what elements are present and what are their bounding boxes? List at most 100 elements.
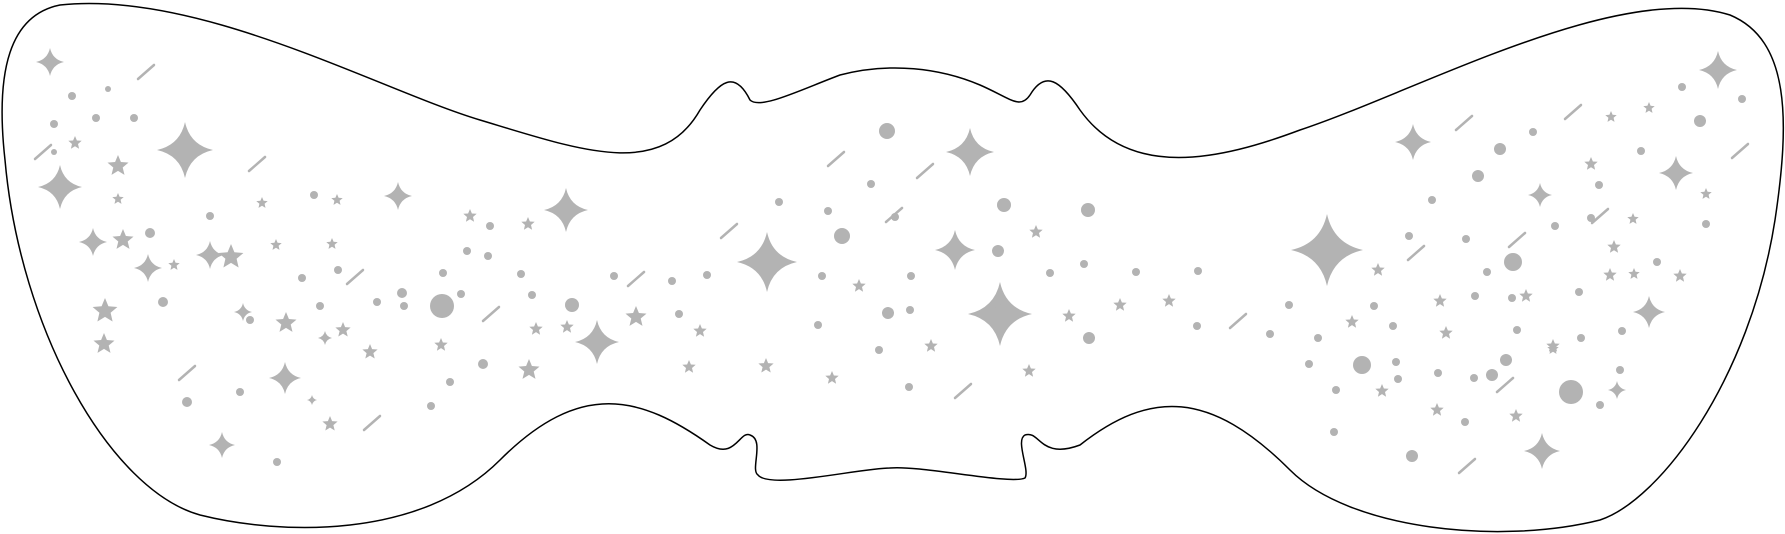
sparkle-icon [134, 254, 162, 282]
star-icon [93, 333, 115, 353]
sparkle-icon [575, 320, 619, 364]
dot-icon [668, 277, 676, 285]
dash-icon [1406, 244, 1426, 262]
dot-icon [1389, 322, 1397, 330]
dot-icon [879, 123, 895, 139]
dot-icon [68, 92, 76, 100]
dash-icon [1730, 142, 1750, 160]
dash-icon [481, 305, 501, 323]
star-decorations [33, 48, 1750, 475]
dot-icon [457, 290, 465, 298]
dot-icon [1618, 327, 1626, 335]
star-icon [1371, 263, 1385, 276]
dot-icon [1461, 418, 1469, 426]
dot-icon [818, 272, 826, 280]
dot-icon [997, 198, 1011, 212]
star-icon [1603, 268, 1617, 281]
dot-icon [400, 302, 408, 310]
dash-icon [33, 143, 53, 161]
dot-icon [1330, 428, 1338, 436]
star-icon [1029, 225, 1043, 238]
dot-icon [50, 120, 58, 128]
dot-icon [158, 297, 168, 307]
dot-icon [675, 310, 683, 318]
sparkle-icon [318, 331, 332, 345]
sparkle-icon [269, 362, 301, 394]
star-icon [1519, 289, 1533, 302]
sparkle-icon [1699, 51, 1737, 89]
sparkle-icon [1524, 433, 1560, 469]
star-icon [825, 371, 839, 384]
dot-icon [867, 180, 875, 188]
dot-icon [1314, 334, 1322, 342]
dot-icon [1637, 147, 1645, 155]
star-icon [625, 306, 647, 326]
dot-icon [565, 298, 579, 312]
star-icon [326, 238, 338, 249]
sparkle-icon [79, 228, 107, 256]
dot-icon [1529, 128, 1537, 136]
star-icon [1607, 240, 1621, 253]
star-icon [924, 339, 938, 352]
dot-icon [1513, 326, 1521, 334]
dot-icon [1500, 354, 1512, 366]
dash-icon [1507, 231, 1527, 249]
dot-icon [298, 274, 306, 282]
star-icon [1430, 403, 1444, 416]
dot-icon [906, 306, 914, 314]
star-icon [1628, 268, 1640, 279]
sparkle-icon [544, 188, 588, 232]
sparkle-icon [1528, 183, 1552, 207]
dot-icon [1405, 232, 1413, 240]
sparkle-icon [1659, 156, 1693, 190]
dash-icon [826, 150, 846, 168]
star-icon [331, 194, 343, 205]
dot-icon [995, 304, 1007, 316]
dot-icon [1504, 253, 1522, 271]
dot-icon [105, 86, 111, 92]
dot-icon [1694, 115, 1706, 127]
star-icon [682, 360, 696, 373]
dot-icon [51, 149, 57, 155]
dot-icon [334, 266, 342, 274]
dot-icon [446, 378, 454, 386]
dot-icon [1305, 360, 1313, 368]
star-icon [112, 193, 124, 204]
sparkle-icon [36, 48, 64, 76]
dot-icon [273, 458, 281, 466]
star-icon [256, 197, 268, 208]
dot-icon [92, 114, 100, 122]
star-icon [1439, 326, 1453, 339]
star-icon [1162, 294, 1176, 307]
dot-icon [1587, 214, 1595, 222]
dot-icon [1434, 369, 1442, 377]
dot-icon [1332, 386, 1340, 394]
sparkle-icon [946, 128, 994, 176]
star-icon [1673, 269, 1687, 282]
star-icon [107, 155, 129, 175]
star-icon [852, 279, 866, 292]
sparkle-icon [1291, 214, 1363, 286]
star-icon [270, 239, 282, 250]
dot-icon [430, 294, 454, 318]
dash-icon [1228, 312, 1248, 330]
dash-icon [884, 206, 904, 224]
star-icon [1509, 409, 1523, 422]
dot-icon [1595, 181, 1603, 189]
dot-icon [1551, 222, 1559, 230]
sparkle-icon [196, 241, 224, 269]
dot-icon [610, 272, 618, 280]
dot-icon [1702, 220, 1710, 228]
dash-icon [1454, 114, 1474, 132]
dot-icon [1596, 401, 1604, 409]
dash-icon [719, 222, 739, 240]
dot-icon [206, 212, 214, 220]
dot-icon [236, 388, 244, 396]
dot-icon [1472, 170, 1484, 182]
dot-icon [703, 271, 711, 279]
dot-icon [1575, 288, 1583, 296]
dot-icon [1266, 330, 1274, 338]
dot-icon [1081, 203, 1095, 217]
star-icon [275, 312, 297, 332]
